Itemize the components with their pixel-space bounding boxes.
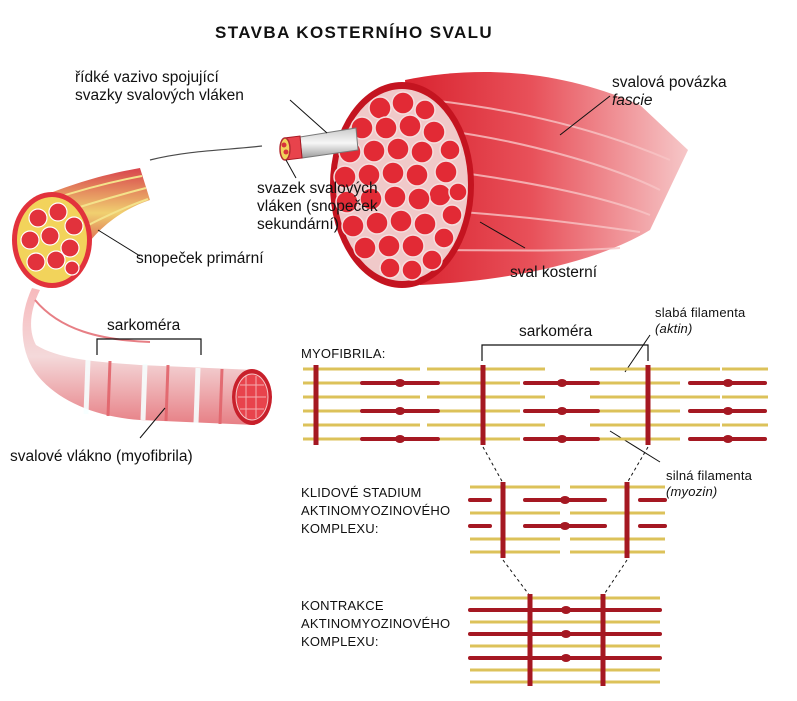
resting-state-schematic — [468, 482, 667, 558]
label-thick-filaments: silná filamenta (myozin) — [666, 468, 753, 499]
label-resting-state: KLIDOVÉ STADIUM AKTINOMYOZINOVÉHO KOMPLE… — [301, 485, 451, 536]
label-secondary-bundle: svazek svalových vláken (snopeček sekund… — [257, 180, 378, 233]
label-sarcomere-right: sarkoméra — [519, 323, 593, 340]
label-fascia: svalová povázka fascie — [612, 74, 727, 109]
label-skeletal-muscle: sval kosterní — [510, 264, 598, 281]
label-contraction-state: KONTRAKCE AKTINOMYOZINOVÉHO KOMPLEXU: — [301, 598, 451, 649]
muscle-fiber-illustration — [22, 288, 272, 425]
primary-fascicle-illustration — [12, 168, 150, 288]
contraction-state-schematic — [468, 594, 662, 686]
label-primary-fascicle: snopeček primární — [136, 250, 264, 267]
label-sarcomere-left: sarkoméra — [107, 317, 181, 334]
skeletal-muscle-illustration — [330, 72, 688, 288]
label-myofibril: MYOFIBRILA: — [301, 346, 386, 361]
connective-tissue-strand — [149, 127, 359, 161]
myofibril-schematic — [303, 344, 768, 686]
muscle-fascicle-cross-sections — [333, 91, 468, 281]
label-thin-filaments: slabá filamenta (aktin) — [655, 305, 746, 336]
label-muscle-fiber: svalové vlákno (myofibrila) — [10, 448, 193, 465]
label-loose-connective-tissue: řídké vazivo spojující svazky svalových … — [75, 69, 244, 104]
label-leader-lines — [97, 95, 661, 463]
diagram-title: STAVBA KOSTERNÍHO SVALU — [215, 23, 494, 42]
